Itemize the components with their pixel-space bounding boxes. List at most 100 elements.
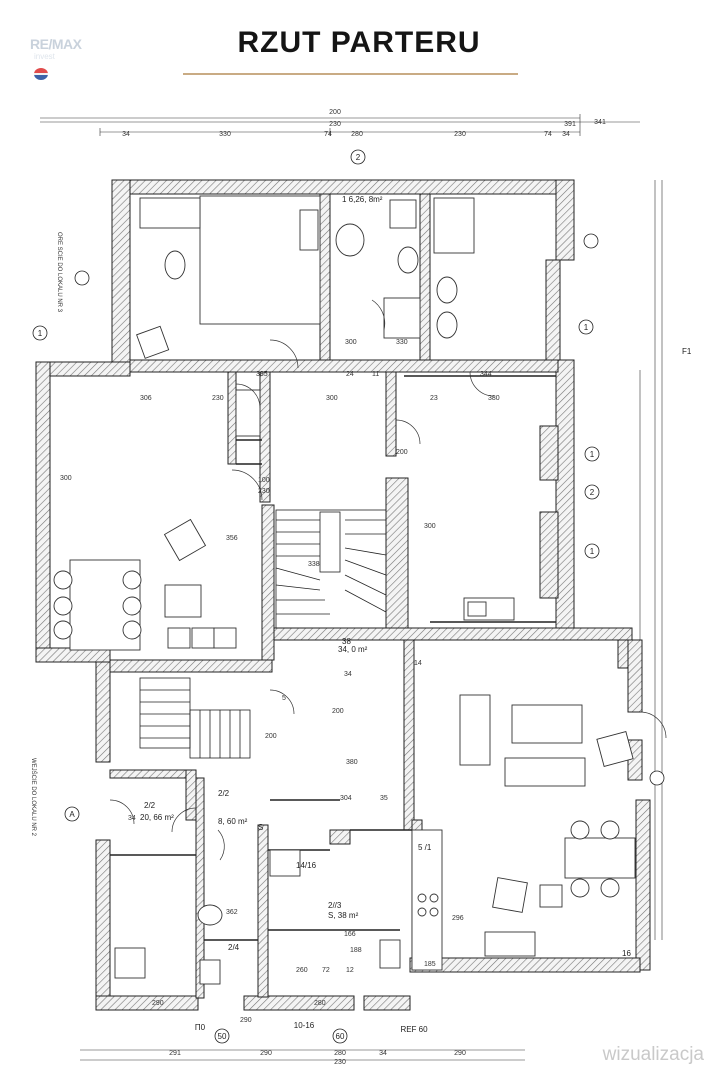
kitchen-sink-right [484,931,536,957]
svg-text:300: 300 [345,339,357,346]
svg-text:290: 290 [454,1050,466,1057]
svg-text:296: 296 [452,915,464,922]
svg-text:A: A [69,810,75,819]
svg-text:S, 38 m²: S, 38 m² [328,911,359,920]
circle-markers [32,149,665,1044]
armchair [136,325,170,359]
svg-text:2/4: 2/4 [228,943,240,952]
svg-text:330: 330 [396,339,408,346]
svg-text:1: 1 [590,450,595,459]
svg-text:230: 230 [329,121,341,128]
svg-text:1: 1 [584,323,589,332]
svg-text:290: 290 [240,1017,252,1024]
remax-logo [16,34,126,80]
bottom-dimension-lines [80,1049,525,1061]
svg-text:291: 291 [169,1050,181,1057]
bottom-dimension-labels: 291 290 280 34 290 230 [169,1050,466,1066]
svg-text:200: 200 [396,449,408,456]
toilet [164,250,186,280]
svg-text:34, 0 m²: 34, 0 m² [338,645,368,654]
title-divider [183,73,518,75]
sofa [504,757,586,787]
right-dimension-lines [639,180,663,940]
svg-text:100: 100 [258,477,270,484]
svg-text:38: 38 [342,637,351,646]
svg-text:280: 280 [351,131,363,138]
svg-text:34: 34 [344,671,352,678]
svg-text:74: 74 [544,131,552,138]
svg-text:185: 185 [424,961,436,968]
svg-text:290: 290 [260,1050,272,1057]
logo-text: RE/MAX [30,36,82,52]
svg-text:230: 230 [212,395,224,402]
svg-text:230: 230 [334,1059,346,1066]
svg-text:2//3: 2//3 [328,901,342,910]
svg-text:300: 300 [326,395,338,402]
svg-text:230: 230 [454,131,466,138]
inner-dimension-labels: 300 330 306 230 385 300 344 380 300 200 … [60,339,500,1024]
svg-text:300: 300 [424,523,436,530]
svg-text:35: 35 [380,795,388,802]
svg-text:280: 280 [314,1000,326,1007]
svg-text:50: 50 [218,1032,227,1041]
circle-marker-labels: 2 1 1 1 2 1 A 50 60 [38,153,595,1041]
svg-text:F1: F1 [682,347,692,356]
svg-text:34: 34 [122,131,130,138]
svg-text:166: 166 [344,931,356,938]
wardrobe [139,197,201,229]
svg-text:14: 14 [414,660,422,667]
side-text-bottom: WEJŚCIE DO LOKALU NR 2 [30,758,38,837]
svg-text:380: 380 [488,395,500,402]
svg-text:260: 260 [296,967,308,974]
svg-text:356: 356 [226,535,238,542]
svg-text:24: 24 [346,371,354,378]
svg-text:304: 304 [340,795,352,802]
svg-text:S: S [258,823,263,832]
svg-text:1 6,26, 8m²: 1 6,26, 8m² [342,195,383,204]
svg-text:16: 16 [622,949,631,958]
balloon-icon [34,68,48,80]
svg-text:2/2: 2/2 [144,801,156,810]
watermark-text: wizualizacja [602,1044,704,1065]
room-labels: 1 6,26, 8m² 2/2 2/2 8, 60 m² 20, 66 m² 1… [140,195,692,958]
svg-text:5: 5 [282,695,286,702]
exterior-walls [35,179,651,1011]
logo-subtext: invest [34,52,55,61]
svg-text:8, 60 m²: 8, 60 m² [218,817,248,826]
svg-text:20, 66 m²: 20, 66 m² [140,813,174,822]
door-swings [109,299,667,861]
svg-text:14/16: 14/16 [296,861,317,870]
svg-text:П0: П0 [195,1023,206,1032]
svg-text:2: 2 [356,153,361,162]
top-dimension-labels: 200 230 391 341 34 330 74 280 230 74 34 [122,109,606,138]
svg-text:23: 23 [430,395,438,402]
sofa-left [459,694,491,766]
svg-text:230: 230 [258,488,270,495]
svg-text:34: 34 [379,1050,387,1057]
svg-text:300: 300 [60,475,72,482]
svg-text:11: 11 [372,371,379,378]
svg-text:290: 290 [152,1000,164,1007]
svg-text:380: 380 [346,759,358,766]
svg-text:385: 385 [256,371,268,378]
svg-text:391: 391 [564,121,576,128]
washbasin [335,223,365,257]
svg-text:2: 2 [590,488,595,497]
svg-text:74: 74 [324,131,332,138]
page-title: RZUT PARTERU [237,26,481,59]
svg-text:1: 1 [590,547,595,556]
side-text-top: ORE SCIE DO LOKALU NR 3 [56,232,62,313]
svg-text:306: 306 [140,395,152,402]
svg-text:200: 200 [329,109,341,116]
svg-text:72: 72 [322,967,330,974]
svg-text:12: 12 [346,967,354,974]
svg-text:362: 362 [226,909,238,916]
svg-text:34: 34 [562,131,570,138]
svg-text:1: 1 [38,329,43,338]
lounge-chair [163,518,207,562]
svg-text:280: 280 [334,1050,346,1057]
svg-text:200: 200 [265,733,277,740]
svg-text:5 /1: 5 /1 [418,843,432,852]
svg-text:10-16: 10-16 [294,1021,315,1030]
